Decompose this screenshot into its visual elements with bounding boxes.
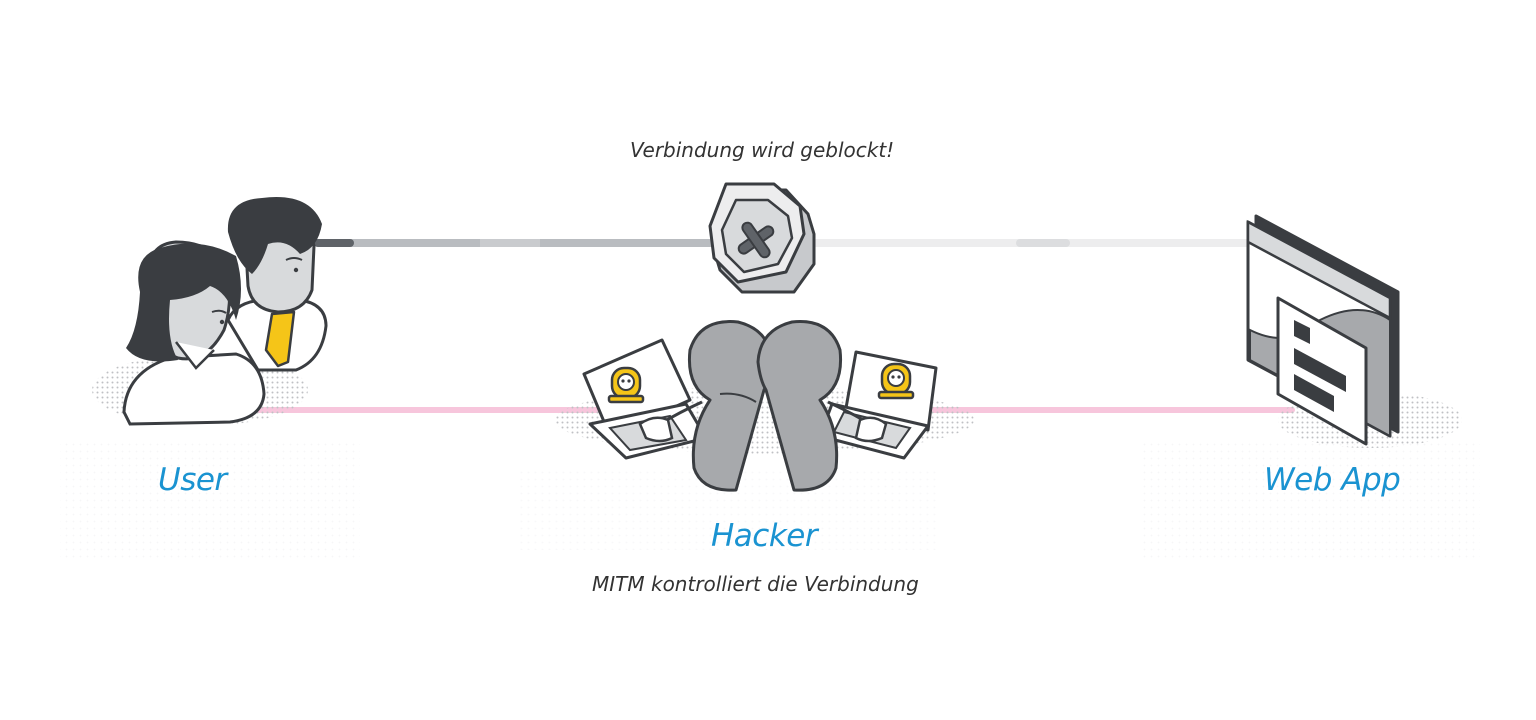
user-label: User (158, 462, 227, 498)
skull-alert-icon (607, 366, 645, 404)
webapp-label: Web App (1264, 462, 1401, 498)
browser-window-icon (1246, 214, 1462, 448)
ground-texture (60, 440, 1480, 560)
two-people-icon (92, 197, 328, 426)
blocked-connection-caption: Verbindung wird geblockt! (630, 138, 895, 162)
woman-figure (122, 240, 266, 426)
hooded-hacker-icon (554, 320, 974, 492)
stop-sign-x-icon (708, 182, 816, 294)
mitm-caption: MITM kontrolliert die Verbindung (592, 572, 919, 596)
skull-alert-icon (877, 362, 915, 400)
hacker-label: Hacker (711, 518, 818, 554)
man-figure (226, 197, 328, 372)
